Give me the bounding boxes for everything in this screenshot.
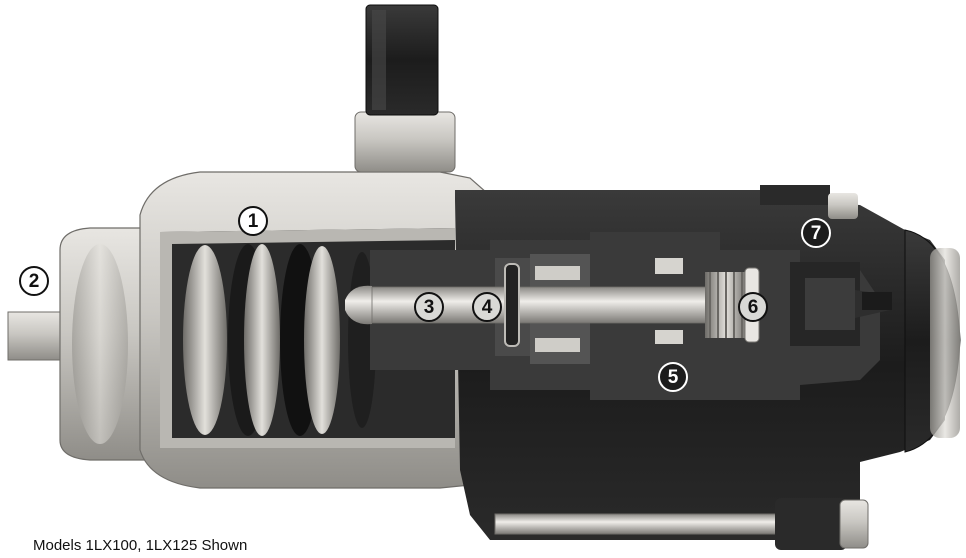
callout-7: 7 (801, 218, 831, 248)
pressure-port (354, 4, 456, 173)
callout-4: 4 (472, 292, 502, 322)
callout-2: 2 (19, 266, 49, 296)
callout-6: 6 (738, 292, 768, 322)
tie-rod (494, 498, 869, 550)
callout-5: 5 (658, 362, 688, 392)
figure-caption: Models 1LX100, 1LX125 Shown (33, 537, 248, 554)
callout-1: 1 (238, 206, 268, 236)
drive-shaft-end (7, 227, 146, 461)
callout-3: 3 (414, 292, 444, 322)
